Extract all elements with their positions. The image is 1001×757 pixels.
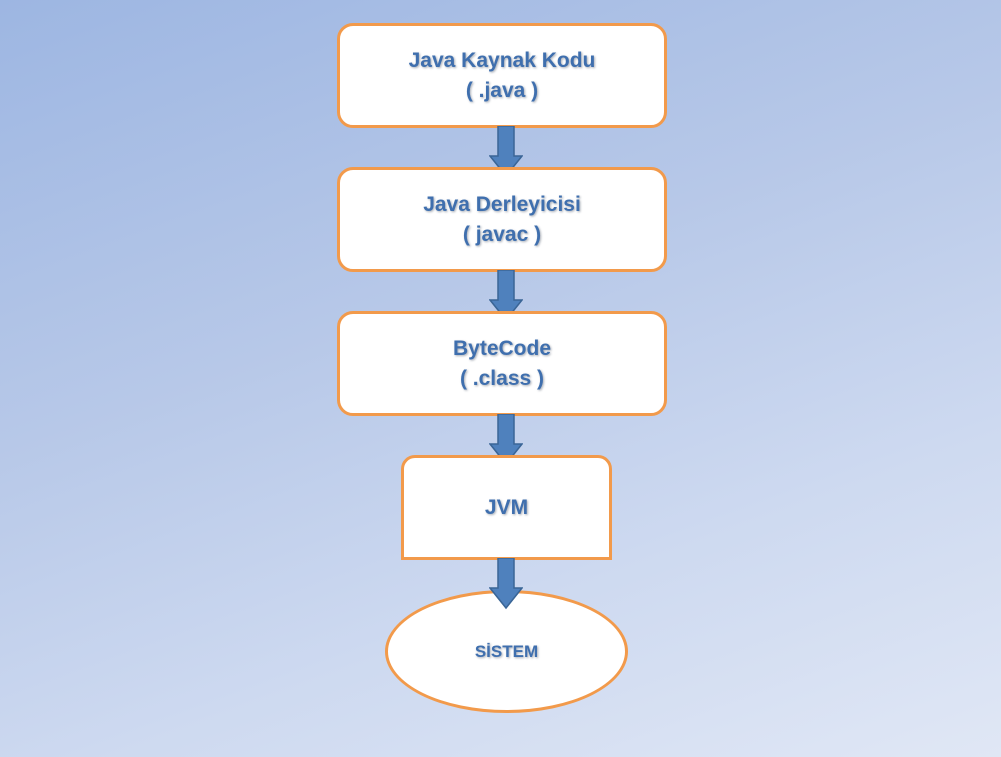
node-title: JVM	[484, 495, 529, 519]
node-subtitle: ( .java )	[465, 78, 539, 102]
node-system: SİSTEM	[385, 590, 628, 713]
arrow-down-icon	[489, 126, 523, 178]
node-jvm: JVM	[401, 455, 612, 560]
arrow-down-icon	[489, 558, 523, 610]
node-bytecode: ByteCode ( .class )	[337, 311, 667, 416]
arrow-down-icon	[489, 270, 523, 322]
node-subtitle: ( .class )	[459, 366, 545, 390]
node-java-source-code: Java Kaynak Kodu ( .java )	[337, 23, 667, 128]
node-title: Java Kaynak Kodu	[408, 48, 596, 72]
node-java-compiler: Java Derleyicisi ( javac )	[337, 167, 667, 272]
node-subtitle: ( javac )	[462, 222, 542, 246]
node-title: Java Derleyicisi	[423, 192, 581, 216]
arrow-down-icon	[489, 414, 523, 466]
node-title: SİSTEM	[474, 641, 539, 661]
node-title: ByteCode	[452, 336, 552, 360]
